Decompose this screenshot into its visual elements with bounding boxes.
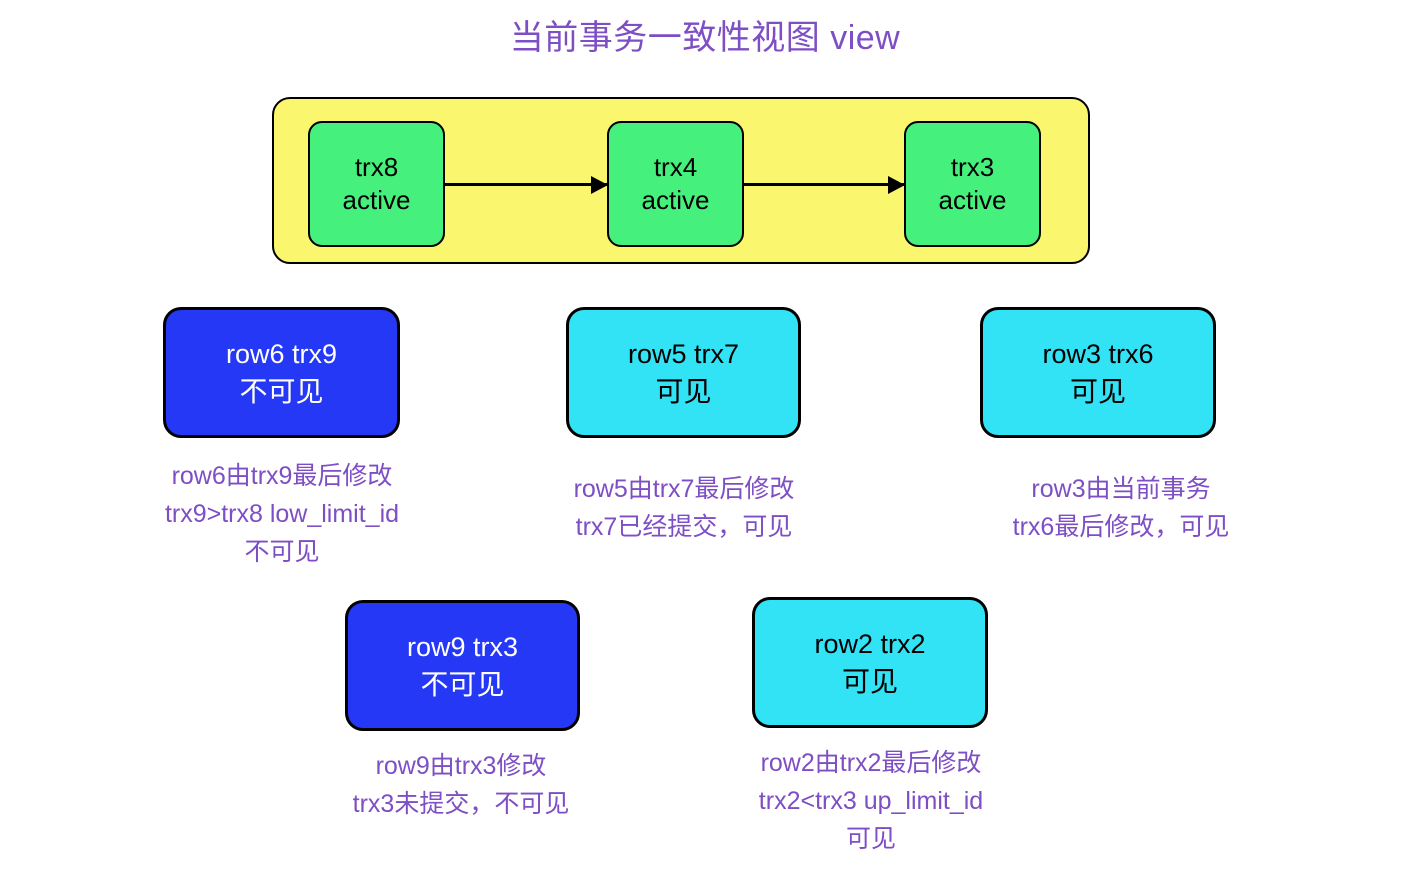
row-card-row9: row9 trx3 不可见 — [345, 600, 580, 731]
row-card-row2: row2 trx2 可见 — [752, 597, 988, 728]
row-card-row6-visibility: 不可见 — [239, 375, 324, 407]
trx-box-trx3-id: trx3 — [950, 152, 995, 182]
row-caption-row3: row3由当前事务 trx6最后修改，可见 — [960, 470, 1282, 546]
trx-box-trx3: trx3 active — [904, 121, 1041, 247]
row-caption-row5-line2: trx7已经提交，可见 — [575, 513, 793, 541]
arrow-head-icon — [591, 175, 608, 194]
row-caption-row6-line3: 不可见 — [244, 538, 320, 566]
row-caption-row2-line2: trx2<trx3 up_limit_id — [758, 787, 984, 815]
row-card-row5-visibility: 可见 — [655, 375, 712, 407]
row-caption-row5-line1: row5由trx7最后修改 — [573, 475, 795, 503]
row-card-row6: row6 trx9 不可见 — [163, 307, 400, 438]
arrow-shaft — [744, 183, 904, 186]
arrow-shaft — [445, 183, 607, 186]
row-card-row9-title: row9 trx3 — [406, 631, 519, 662]
trx-box-trx4-id: trx4 — [653, 152, 698, 182]
page-title: 当前事务一致性视图 view — [509, 19, 901, 57]
trx-box-trx8-status: active — [342, 185, 411, 215]
row-caption-row6-line1: row6由trx9最后修改 — [171, 462, 393, 490]
row-caption-row5: row5由trx7最后修改 trx7已经提交，可见 — [523, 470, 845, 546]
trx-box-trx3-status: active — [938, 185, 1007, 215]
trx-box-trx8-id: trx8 — [354, 152, 399, 182]
trx-box-trx4: trx4 active — [607, 121, 744, 247]
row-card-row9-visibility: 不可见 — [420, 668, 505, 700]
row-caption-row6: row6由trx9最后修改 trx9>trx8 low_limit_id 不可见 — [121, 457, 443, 571]
row-card-row3-visibility: 可见 — [1069, 375, 1126, 407]
row-card-row5-title: row5 trx7 — [627, 338, 740, 369]
row-caption-row9-line1: row9由trx3修改 — [375, 752, 547, 780]
row-caption-row9-line2: trx3未提交，不可见 — [352, 790, 570, 818]
trx-box-trx8: trx8 active — [308, 121, 445, 247]
row-card-row5: row5 trx7 可见 — [566, 307, 801, 438]
trx-box-trx4-status: active — [641, 185, 710, 215]
row-caption-row2: row2由trx2最后修改 trx2<trx3 up_limit_id 可见 — [710, 744, 1032, 858]
row-caption-row3-line2: trx6最后修改，可见 — [1012, 513, 1230, 541]
row-caption-row6-line2: trx9>trx8 low_limit_id — [164, 500, 400, 528]
row-card-row2-visibility: 可见 — [841, 665, 898, 697]
arrow-head-icon — [888, 175, 905, 194]
row-caption-row3-line1: row3由当前事务 — [1031, 475, 1211, 503]
row-card-row3: row3 trx6 可见 — [980, 307, 1216, 438]
arrow-trx8-to-trx4 — [445, 175, 608, 194]
row-caption-row2-line1: row2由trx2最后修改 — [760, 749, 982, 777]
row-card-row6-title: row6 trx9 — [225, 338, 338, 369]
consistent-read-view-group: trx8 active trx4 active trx3 active — [272, 97, 1090, 264]
row-caption-row9: row9由trx3修改 trx3未提交，不可见 — [300, 747, 622, 823]
arrow-trx4-to-trx3 — [744, 175, 905, 194]
row-card-row3-title: row3 trx6 — [1042, 338, 1154, 369]
row-caption-row2-line3: 可见 — [845, 825, 896, 853]
row-card-row2-title: row2 trx2 — [814, 628, 926, 659]
